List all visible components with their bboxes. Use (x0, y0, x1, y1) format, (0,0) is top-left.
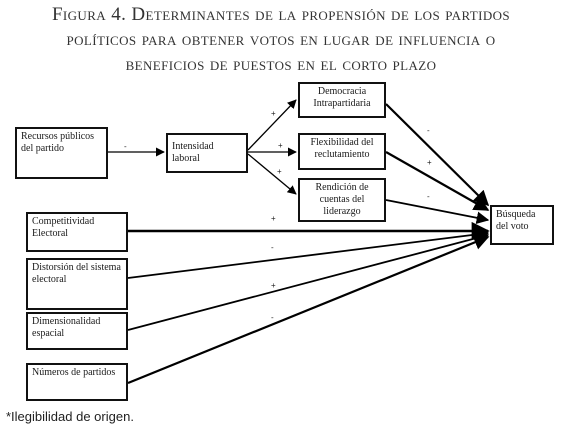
sign-intensidad-rendicion: + (277, 167, 282, 176)
node-recursos-publicos: Recursos públicos del partido (15, 127, 108, 179)
arrow-numeros-busqueda (127, 235, 490, 385)
sign-intensidad-democracia: + (271, 109, 276, 118)
sign-recursos-intensidad: - (124, 142, 127, 151)
sign-competitividad-busqueda: + (271, 214, 276, 223)
arrow-flexibilidad-busqueda (385, 151, 490, 211)
node-rendicion-cuentas: Rendición de cuentas del liderazgo (298, 178, 386, 222)
sign-democracia-busqueda: - (427, 126, 430, 135)
arrow-intensidad-rendicion (247, 153, 297, 195)
footnote: *Ilegibilidad de origen. (6, 409, 134, 424)
node-flexibilidad-reclutamiento: Flexibilidad del reclutamiento (298, 133, 386, 170)
arrow-distorsion-busqueda (127, 228, 490, 279)
sign-distorsion-busqueda: - (271, 243, 274, 252)
node-busqueda-voto: Búsqueda del voto (490, 205, 554, 245)
title-line-2: políticos para obtener votos en lugar de… (66, 29, 496, 50)
sign-numeros-busqueda: - (271, 313, 274, 322)
node-distorsion-sistema-electoral: Distorsión del sistema electoral (26, 258, 128, 310)
sign-rendicion-busqueda: - (427, 192, 430, 201)
title-line-3: beneficios de puestos en el corto plazo (125, 54, 437, 75)
arrow-rendicion-busqueda (385, 199, 490, 225)
sign-dimensionalidad-busqueda: + (271, 281, 276, 290)
arrow-democracia-busqueda (385, 103, 490, 207)
node-competitividad-electoral: Competitividad Electoral (26, 212, 128, 252)
node-intensidad-laboral: Intensidad laboral (166, 133, 248, 173)
title-line-1: Figura 4. Determinantes de la propensión… (51, 4, 511, 25)
arrow-intensidad-democracia (247, 99, 297, 151)
node-dimensionalidad-espacial: Dimensionalidad espacial (26, 312, 128, 350)
sign-flexibilidad-busqueda: + (427, 158, 432, 167)
arrow-dimensionalidad-busqueda (127, 231, 490, 331)
figure-title: Figura 4. Determinantes de la propensión… (0, 2, 562, 77)
node-democracia-intrapartidaria: Democracia Intrapartidaria (298, 82, 386, 118)
node-numeros-partidos: Números de partidos (26, 363, 128, 401)
sign-intensidad-flexibilidad: + (278, 141, 283, 150)
